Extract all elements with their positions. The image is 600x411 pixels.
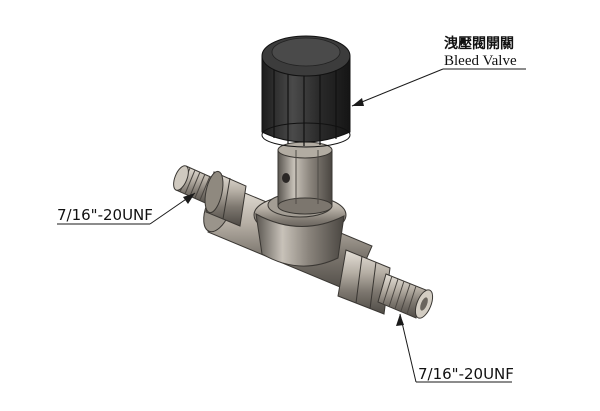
arrowhead-bleed-valve: [352, 98, 364, 106]
bleed-valve-label-chinese: 洩壓閥開關: [444, 36, 514, 52]
leader-bleed-valve: [351, 68, 444, 107]
arrowhead-left: [183, 193, 195, 204]
leader-right: [399, 313, 417, 383]
leader-lines: [57, 68, 526, 383]
leader-arrowheads: [183, 98, 404, 326]
right-thread-label: 7/16"-20UNF: [418, 365, 514, 383]
left-fitting: [173, 165, 247, 227]
bleed-valve-knob: [261, 35, 351, 148]
right-fitting: [337, 249, 434, 319]
bleed-valve-label-english: Bleed Valve: [444, 53, 517, 69]
valve-stem: [277, 141, 333, 215]
left-thread-label: 7/16"-20UNF: [57, 206, 153, 224]
arrowhead-right: [396, 314, 404, 326]
